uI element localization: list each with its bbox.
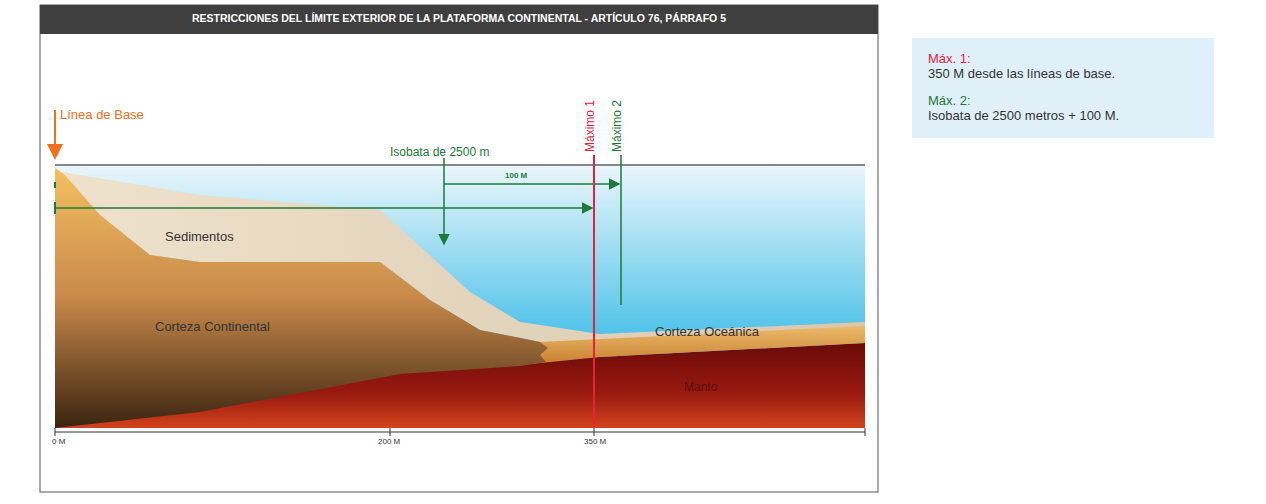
max1-label: Máximo 1 [584,100,598,152]
axis-label: 350 M [584,437,606,446]
axis-label: 200 M [378,437,400,446]
isobath-label: Isobata de 2500 m [390,146,489,160]
max2-label: Máximo 2 [611,100,625,152]
panel-text: Isobata de 2500 metros + 100 M. [928,109,1198,124]
layer-label: Manto [684,381,717,395]
layer-label: Corteza Oceánica [655,325,759,340]
layer-label: Sedimentos [165,230,234,245]
title-text: RESTRICCIONES DEL LÍMITE EXTERIOR DE LA … [40,12,878,24]
panel-text: Máx. 2: [928,94,1198,109]
layer-label: Corteza Continental [155,320,270,335]
panel-text: 350 M desde las líneas de base. [928,67,1198,82]
panel-text: Máx. 1: [928,52,1198,67]
baseline-label: Línea de Base [60,108,144,123]
axis-label: 0 M [52,437,65,446]
distance-label: 100 M [505,171,527,180]
info-panel: Máx. 1:350 M desde las líneas de base. Má… [912,38,1214,138]
